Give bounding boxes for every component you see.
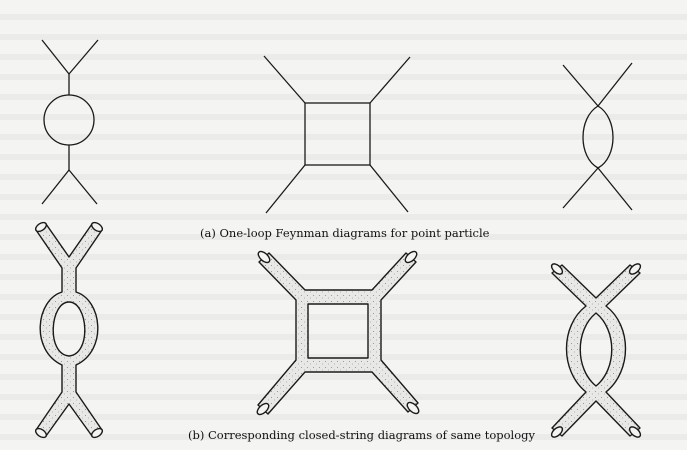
string-diagram-box [256,250,420,416]
feynman-line [68,169,98,205]
string-end-cap [406,401,420,415]
string-end-cap [628,263,642,275]
string-end-cap [550,263,564,275]
feynman-line [597,62,633,107]
feynman-line [263,55,306,104]
caption-string-diagrams: (b) Corresponding closed-string diagrams… [188,428,536,442]
feynman-loop [304,102,371,166]
string-end-cap [257,250,271,264]
feynman-loop [582,105,614,169]
string-end-cap [550,426,564,438]
feynman-line [41,39,70,75]
string-end-cap [90,221,104,233]
feynman-line [369,164,409,213]
feynman-line [562,64,599,107]
string-worldsheet [257,252,419,415]
string-worldsheet [35,223,103,437]
string-end-cap [34,221,48,233]
string-diagram-bubble [34,221,104,439]
feynman-line [562,167,599,209]
string-end-cap [404,250,418,264]
feynman-line [369,56,411,104]
feynman-diagram-lens [562,62,633,211]
feynman-diagram-bubble [41,39,99,205]
caption-feynman-diagrams: (a) One-loop Feynman diagrams for point … [200,226,490,240]
string-end-cap [90,427,104,439]
string-worldsheet [551,264,641,437]
string-end-cap [256,402,270,416]
string-diagram-lens [550,263,642,438]
string-end-cap [628,426,642,438]
feynman-line [41,169,70,205]
feynman-line [597,167,633,211]
feynman-diagram-box [263,55,411,214]
string-end-cap [34,427,48,439]
feynman-line [265,164,306,214]
feynman-line [68,39,99,75]
feynman-loop [43,94,95,146]
